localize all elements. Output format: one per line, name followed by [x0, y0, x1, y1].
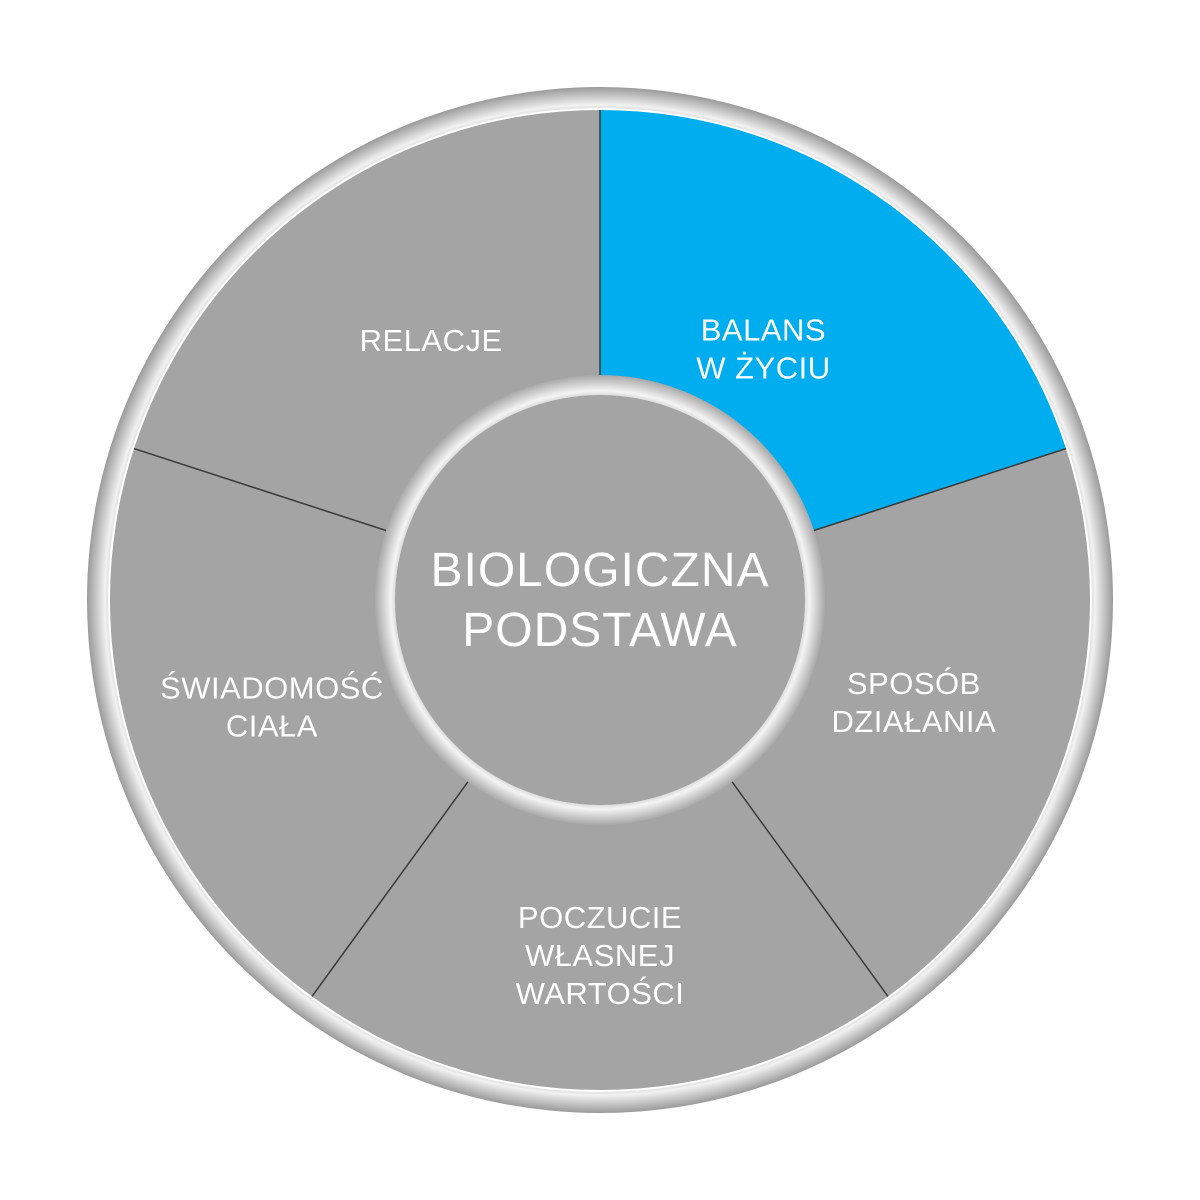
segment-relacje[interactable]	[133, 110, 600, 535]
center-label-text: BIOLOGICZNA PODSTAWA	[430, 544, 769, 657]
segment-balans[interactable]	[600, 110, 1067, 535]
center-label-line: BIOLOGICZNA	[430, 544, 769, 597]
segment-divider	[311, 771, 476, 997]
segment-label-line: ŚWIADOMOŚĆ	[160, 670, 384, 706]
segment-label-line: POCZUCIE	[518, 900, 682, 935]
segment-label-line: BALANS	[701, 312, 826, 347]
segment-label-line: WARTOŚCI	[516, 975, 685, 1011]
segment-divider	[724, 771, 889, 997]
segment-poczucie[interactable]	[311, 771, 889, 1090]
segment-label-relacje: RELACJE	[360, 323, 503, 358]
segment-label-line: RELACJE	[360, 323, 503, 358]
segment-label-line: WŁASNEJ	[525, 938, 675, 973]
segment-label-line: CIAŁA	[226, 709, 318, 744]
segment-label-line: DZIAŁANIA	[831, 704, 996, 739]
segment-divider	[801, 447, 1067, 536]
center-hub[interactable]	[395, 395, 805, 805]
segment-divider	[133, 447, 399, 536]
center-label-line: PODSTAWA	[462, 604, 738, 657]
dividers-layer	[133, 110, 1067, 997]
segment-label-line: SPOSÓB	[847, 666, 981, 701]
segment-label-line: W ŻYCIU	[696, 350, 830, 385]
center-label: BIOLOGICZNA PODSTAWA	[430, 544, 769, 657]
